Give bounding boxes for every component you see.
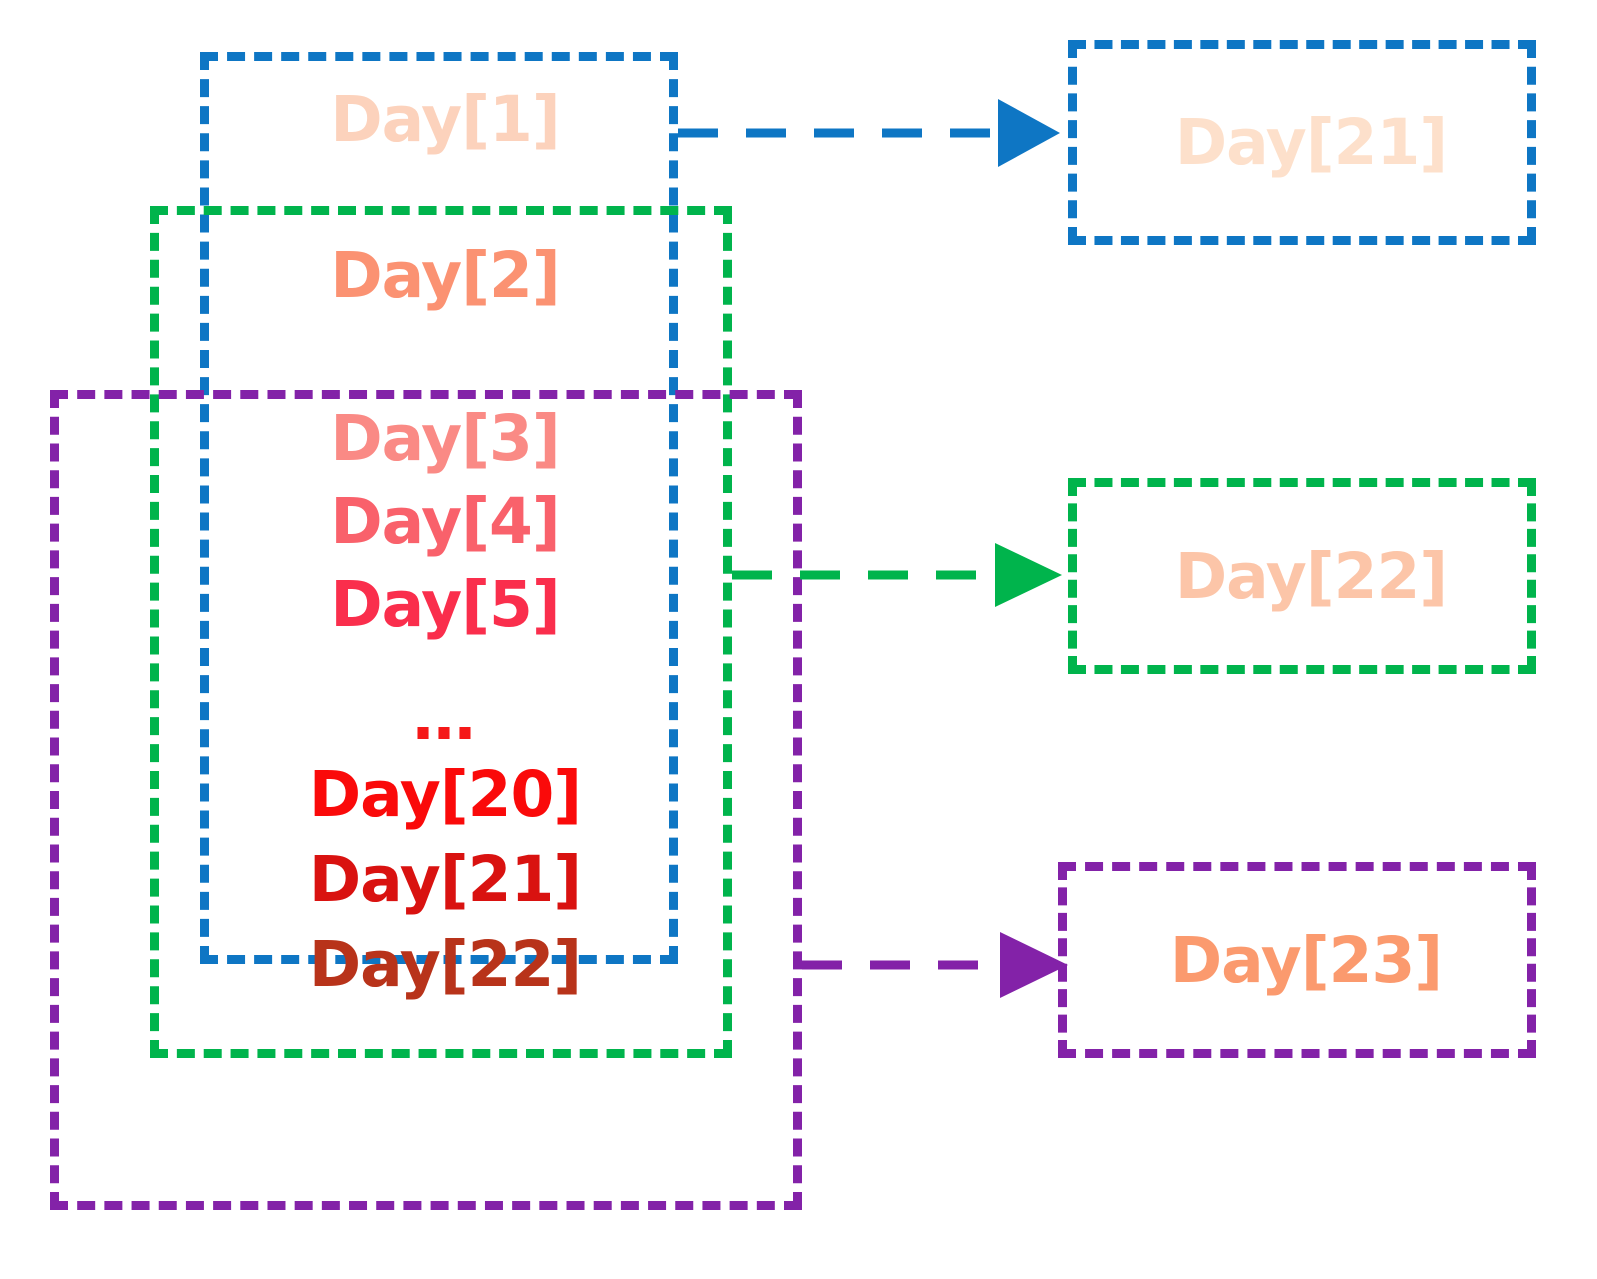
day-label-4: Day[4] — [330, 485, 560, 558]
day-label-1: Day[1] — [330, 83, 560, 156]
arrow-window-3 — [802, 932, 1068, 998]
window-3-output-label: Day[23] — [1169, 923, 1443, 997]
day-label-20: Day[20] — [308, 758, 582, 831]
arrow-window-1 — [678, 99, 1060, 167]
window-3-output-box: Day[23] — [1058, 862, 1536, 1058]
window-1-output-label: Day[21] — [1174, 106, 1448, 179]
day-label-21: Day[21] — [308, 843, 582, 916]
window-1-input-box — [200, 52, 678, 964]
window-2-output-label: Day[22] — [1174, 539, 1448, 613]
day-label-5: Day[5] — [330, 568, 560, 641]
window-1-output-box: Day[21] — [1068, 40, 1536, 245]
day-label-22: Day[22] — [308, 928, 582, 1001]
window-3-input-box — [50, 390, 802, 1210]
day-label-stack: Day[1] Day[2] Day[3] Day[4] Day[5] … Day… — [210, 60, 680, 996]
day-label-ellipsis: … — [412, 681, 478, 754]
window-2-output-box: Day[22] — [1068, 478, 1536, 674]
day-label-2: Day[2] — [330, 239, 560, 312]
day-label-3: Day[3] — [330, 402, 560, 475]
window-2-input-box — [150, 206, 732, 1058]
